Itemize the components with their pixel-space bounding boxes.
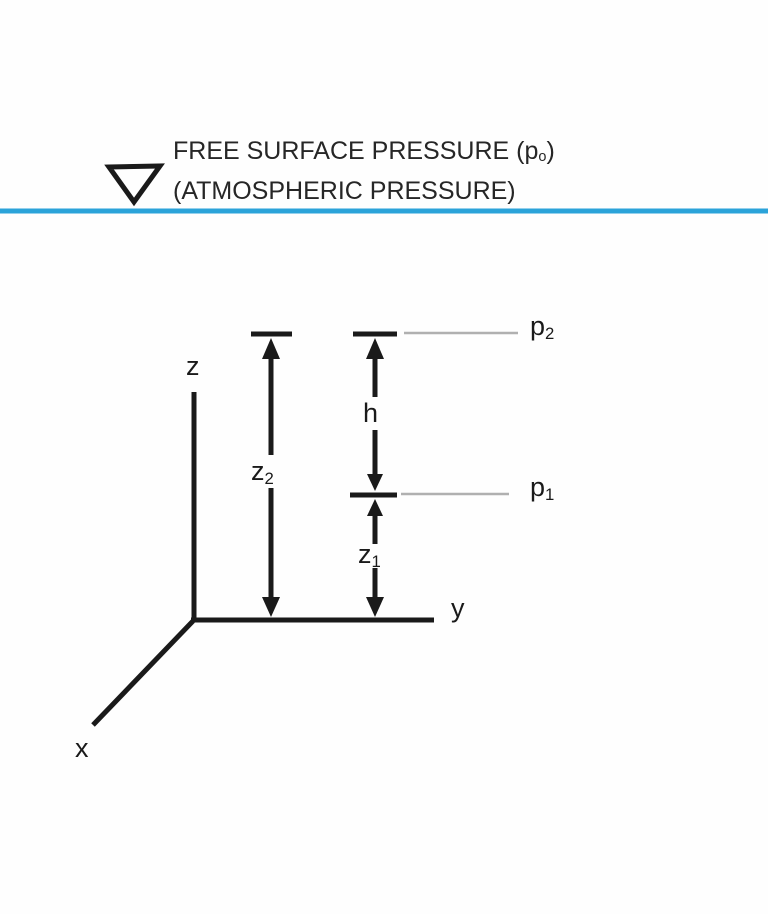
y-axis-label: y [451, 593, 465, 623]
z1-label: z1 [358, 539, 381, 571]
z2-arrowhead-down-icon [262, 597, 280, 617]
z2-label: z2 [251, 456, 274, 488]
z2-arrowhead-up-icon [262, 338, 280, 359]
free-surface-title: FREE SURFACE PRESSURE (po) (ATMOSPHERIC … [173, 133, 555, 209]
z1-label-subscript: 1 [371, 551, 381, 571]
title-line2: (ATMOSPHERIC PRESSURE) [173, 177, 516, 205]
z-axis-label: z [186, 351, 200, 381]
title-line1-suffix: ) [546, 137, 555, 165]
z2-measure [251, 331, 292, 617]
h-measure [353, 331, 397, 491]
p1-label-subscript: 1 [545, 484, 555, 504]
p2-label-base: p [530, 311, 546, 341]
z1-arrowhead-up-icon [367, 499, 383, 516]
z2-label-subscript: 2 [264, 468, 274, 488]
z2-label-base: z [251, 456, 265, 486]
h-arrowhead-up-icon [366, 338, 384, 359]
x-axis-line [91, 619, 195, 727]
z1-measure [366, 499, 384, 617]
z1-label-base: z [358, 539, 372, 569]
h-arrowhead-down-icon [367, 474, 383, 491]
free-surface-marker-icon [104, 163, 165, 207]
title-line1: FREE SURFACE PRESSURE (po) [173, 133, 555, 173]
h-label: h [363, 398, 379, 428]
p1-label: p1 [530, 472, 555, 504]
p2-label: p2 [530, 311, 555, 343]
title-line1-subscript: o [538, 148, 547, 165]
p1-label-base: p [530, 472, 546, 502]
x-axis-label: x [75, 733, 89, 763]
p2-label-subscript: 2 [545, 323, 555, 343]
title-line1-text: FREE SURFACE PRESSURE (p [173, 137, 539, 165]
z1-arrowhead-down-icon [366, 597, 384, 617]
